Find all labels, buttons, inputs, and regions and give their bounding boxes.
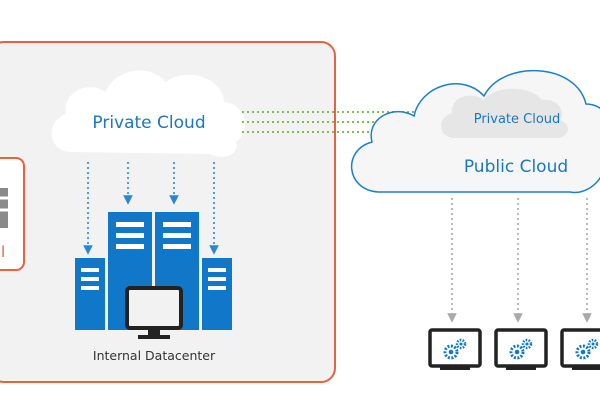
private-cloud-label: Private Cloud bbox=[92, 113, 205, 133]
cloud-icon bbox=[441, 88, 568, 138]
private-to-servers-arrows bbox=[83, 162, 219, 255]
public-to-monitors-arrows bbox=[447, 198, 592, 323]
cloud-icon bbox=[51, 70, 246, 157]
server-icon bbox=[202, 258, 232, 330]
internal-datacenter-label: Internal Datacenter bbox=[93, 348, 216, 363]
partial-left-label: l bbox=[1, 243, 5, 261]
server-icon bbox=[0, 188, 8, 228]
private-cloud: Private Cloud bbox=[51, 70, 246, 157]
left-partial-box: l bbox=[0, 157, 25, 271]
monitor-icon bbox=[560, 328, 600, 370]
monitor-icon bbox=[125, 286, 183, 339]
server-rack bbox=[75, 212, 232, 339]
monitor-icon bbox=[428, 328, 482, 370]
gear-icon bbox=[443, 338, 467, 360]
private-to-public-connectors bbox=[242, 106, 462, 138]
private-cloud-inner-label: Private Cloud bbox=[474, 112, 561, 127]
client-monitors bbox=[428, 328, 600, 370]
public-cloud: Private Cloud Public Cloud bbox=[350, 69, 600, 194]
public-cloud-label: Public Cloud bbox=[464, 157, 568, 177]
gear-icon bbox=[509, 338, 533, 360]
monitor-icon bbox=[494, 328, 548, 370]
server-icon bbox=[75, 258, 105, 330]
gear-icon bbox=[575, 338, 599, 360]
